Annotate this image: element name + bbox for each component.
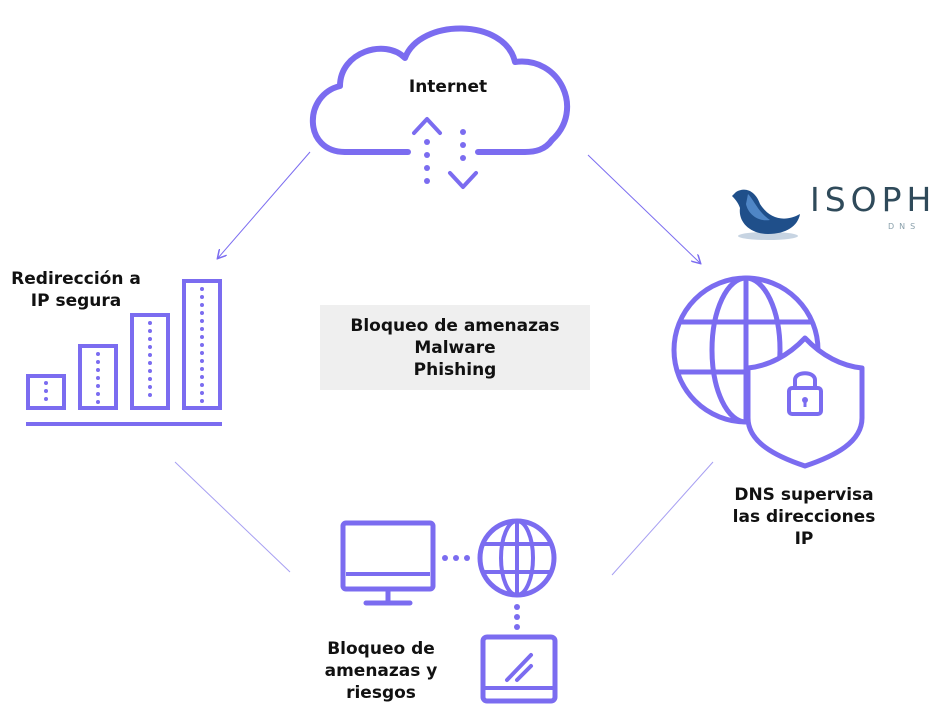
bar-dot-3 [148,369,152,373]
bar-chart-icon [26,279,222,426]
bar-dot-4 [200,311,204,315]
bar-dot-3 [148,361,152,365]
globe-shield-icon [671,275,865,469]
bar-dot-4 [200,367,204,371]
bar-dot-4 [200,399,204,403]
bar-dot-4 [200,335,204,339]
bar-dot-3 [148,377,152,381]
bar-dot-1 [44,389,48,393]
bar-dot-4 [200,383,204,387]
arrow-cloud-to-redirect [218,151,311,258]
line-redirect-to-block [174,461,291,573]
isoph-logo: ISOPH DNS [728,178,931,240]
dns-line-2: las direcciones [732,507,876,527]
dotted-connector-vertical [514,604,520,630]
logo-sub: DNS [888,222,921,231]
redirect-label: Redirección a IP segura [0,268,152,312]
block-line-1: Bloqueo de [327,639,435,659]
bar-dot-2 [96,400,100,404]
bar-dot-2 [96,360,100,364]
bar-dot-3 [148,321,152,325]
bar-dot-3 [148,337,152,341]
bar-dot-4 [200,359,204,363]
bar-dot-4 [200,391,204,395]
bar-dot-4 [200,327,204,331]
dotted-connector [442,555,470,561]
monitor-icon [340,520,436,606]
bar-dot-2 [96,392,100,396]
internet-label: Internet [396,76,500,98]
globe-icon [477,518,557,598]
bar-dot-2 [96,368,100,372]
bar-dot-2 [96,376,100,380]
bar-dot-2 [96,384,100,388]
bar-dot-4 [200,303,204,307]
redirect-line-1: Redirección a [11,269,141,289]
center-line-3: Phishing [413,359,497,380]
bar-dot-4 [200,319,204,323]
bar-dot-4 [200,343,204,347]
bar-dot-3 [148,393,152,397]
bar-dot-3 [148,353,152,357]
bar-dot-1 [44,397,48,401]
block-line-2: amenazas y [324,661,438,681]
dns-label: DNS supervisa las direcciones IP [725,484,883,550]
dns-line-3: IP [794,529,814,549]
bird-logo-icon [732,189,800,240]
bar-dot-4 [200,375,204,379]
bar-dot-3 [148,329,152,333]
bar-dot-4 [200,287,204,291]
bar-dot-4 [200,351,204,355]
center-line-2: Malware [414,337,496,358]
logo-name: ISOPH [810,180,933,219]
bar-dot-4 [200,295,204,299]
center-line-1: Bloqueo de amenazas [350,315,560,336]
tablet-icon [480,634,558,704]
threat-block-box: Bloqueo de amenazas Malware Phishing [320,305,590,390]
block-label: Bloqueo de amenazas y riesgos [308,638,454,704]
dns-line-1: DNS supervisa [734,485,874,505]
arrow-cloud-to-dns [587,154,700,263]
bar-dot-3 [148,345,152,349]
block-line-3: riesgos [346,683,416,703]
line-dns-to-block [611,461,714,576]
bar-dot-3 [148,385,152,389]
redirect-line-2: IP segura [30,291,122,311]
bar-dot-2 [96,352,100,356]
internet-label-text: Internet [408,77,488,97]
cloud-icon [309,25,571,189]
bar-dot-1 [44,381,48,385]
